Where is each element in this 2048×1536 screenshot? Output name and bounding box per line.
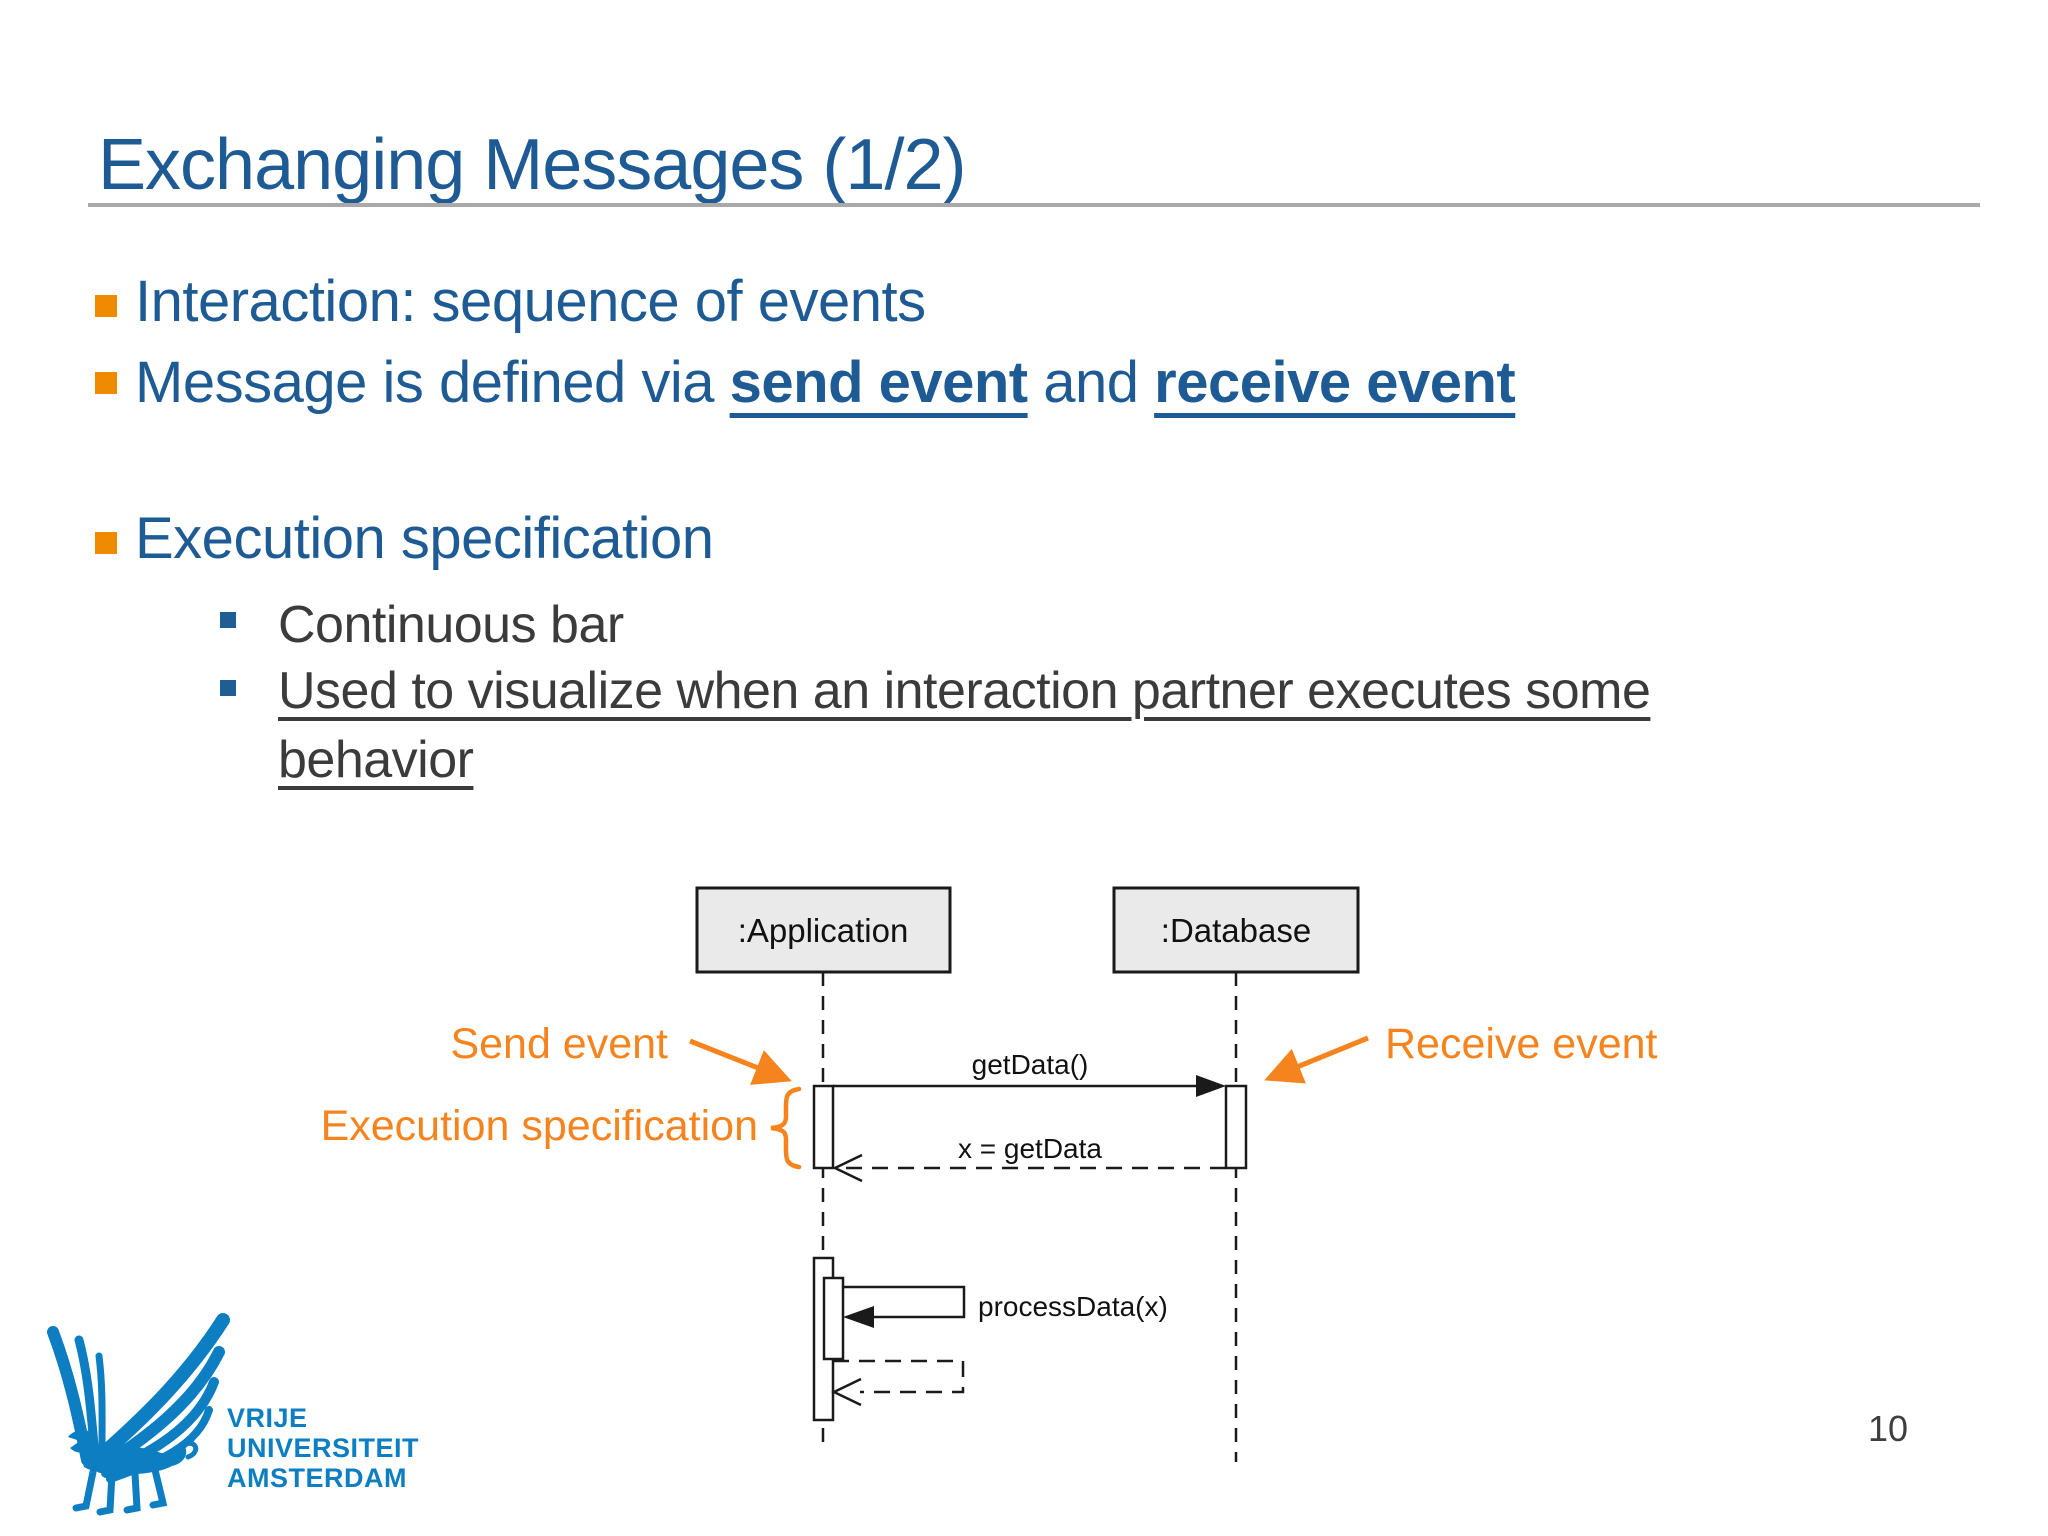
sub-bullet-line2: behavior [278, 731, 474, 790]
vu-logo-line3: AMSTERDAM [227, 1463, 407, 1493]
bullet-message-prefix: Message is defined via [135, 350, 730, 415]
sub-bullet-continuous-bar: Continuous bar [278, 596, 624, 654]
vu-logo-griffin-icon [47, 1313, 230, 1516]
bullet-message-and: and [1027, 350, 1155, 415]
self-return-line [833, 1359, 965, 1394]
bullet-message: Message is defined via send event and re… [135, 350, 1516, 415]
message-call-label: getData() [972, 1049, 1089, 1080]
sub-bullet-square-icon [220, 680, 236, 696]
bullet-square-icon [95, 532, 117, 554]
vu-logo-line2: UNIVERSITEIT [227, 1433, 420, 1463]
execution-specification-label: Execution specification [321, 1102, 758, 1150]
sub-bullet-line1: Used to visualize when an interaction pa… [278, 662, 1651, 720]
execution-bar-nested [822, 1276, 845, 1361]
application-box [695, 886, 952, 974]
database-box [1112, 886, 1360, 974]
receive-event-label: Receive event [1385, 1020, 1658, 1068]
bullet-message-receive-event: receive event [1154, 350, 1516, 415]
self-message-line [843, 1285, 966, 1319]
self-return-arrowhead-icon [831, 1377, 862, 1407]
application-label: :Application [738, 912, 909, 949]
page-number: 10 [1868, 1408, 1909, 1449]
bullet-square-icon [95, 295, 117, 317]
bullet-interaction: Interaction: sequence of events [135, 269, 926, 334]
message-call-arrowhead-icon [1196, 1075, 1226, 1097]
execution-bar-database [1224, 1084, 1248, 1170]
bullet-execution-specification: Execution specification [135, 506, 714, 571]
self-message-label: processData(x) [978, 1291, 1168, 1322]
execution-specification-brace-icon [770, 1086, 802, 1170]
receive-event-arrow-icon [1264, 1035, 1369, 1084]
bullet-message-send-event: send event [729, 350, 1029, 415]
execution-bar-application [812, 1084, 835, 1170]
message-return-arrowhead-icon [832, 1153, 863, 1183]
send-event-label: Send event [450, 1020, 668, 1068]
send-event-arrow-icon [689, 1038, 792, 1085]
vu-logo-line1: VRIJE [227, 1403, 308, 1433]
message-return-label: x = getData [958, 1133, 1102, 1164]
self-message-arrowhead-icon [843, 1306, 874, 1328]
database-label: :Database [1161, 912, 1311, 949]
sub-bullet-used-to-visualize: Used to visualize when an interaction pa… [278, 657, 1651, 795]
sub-bullet-square-icon [220, 612, 236, 628]
page-title: Exchanging Messages (1/2) [98, 125, 966, 205]
title-divider [88, 203, 1980, 207]
bullet-square-icon [95, 372, 117, 394]
